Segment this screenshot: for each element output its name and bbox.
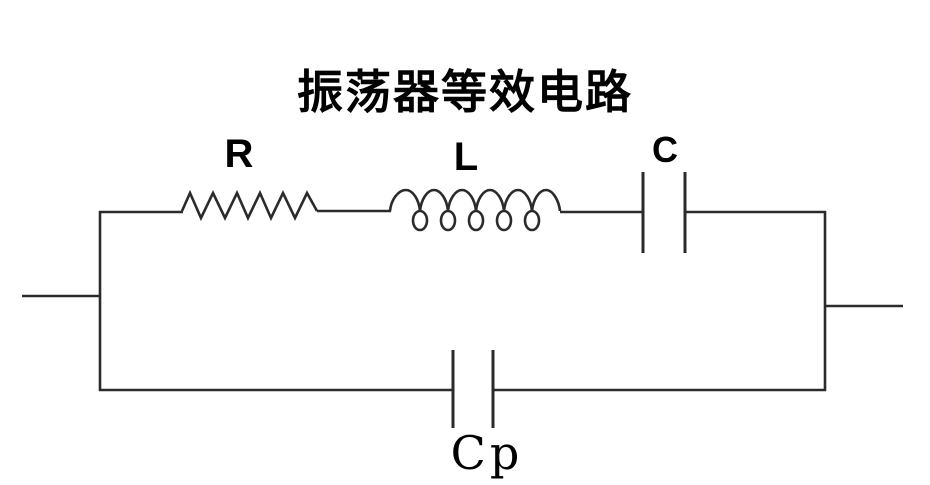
capacitor-c-label: C [652,129,678,170]
resistor-symbol [180,189,319,222]
inductor-symbol [388,188,562,232]
capacitor-cp-label: Cp [450,426,524,480]
inductor-label: L [453,135,479,179]
resistor-label: R [224,132,254,176]
diagram-title: 振荡器等效电路 [297,65,633,119]
